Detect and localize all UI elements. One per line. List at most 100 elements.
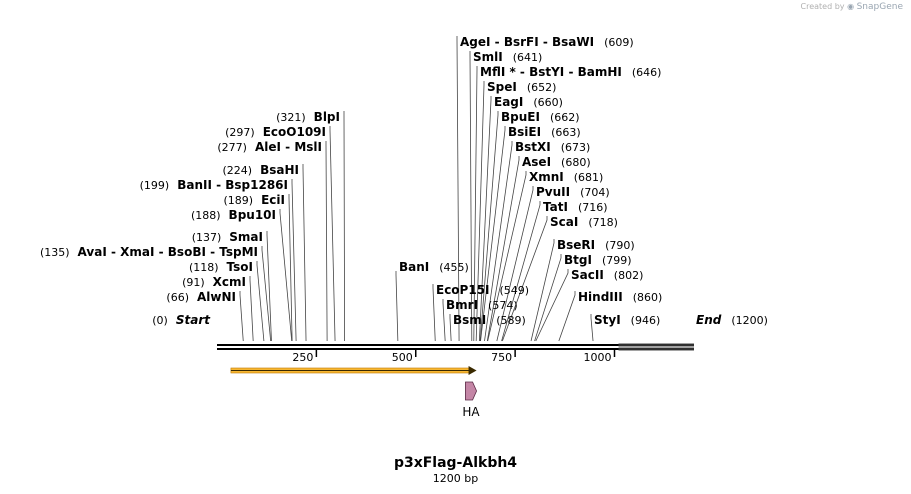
leader-line-pvuii (496, 186, 534, 342)
site-name: BanI (399, 260, 429, 274)
site-position: (1200) (731, 314, 768, 327)
leader-line-avai (261, 246, 272, 342)
site-position: (799) (602, 254, 632, 267)
leader-line-styi (590, 314, 594, 342)
site-label-bpuei: BpuEI (662) (501, 110, 580, 124)
site-label-eagi: EagI(660) (494, 95, 563, 109)
site-label-smli: SmlI(641) (473, 50, 542, 64)
site-label-smai: SmaI (137) (192, 230, 263, 244)
site-label-pvuii: PvuII (704) (536, 185, 610, 199)
site-name: BsmI (453, 313, 486, 327)
site-label-bpu10i: Bpu10I (188) (191, 208, 276, 222)
site-position: (802) (614, 269, 644, 282)
site-name: BmrI (446, 298, 478, 312)
backbone-bottom-strand (217, 348, 694, 350)
site-position: (718) (588, 216, 618, 229)
site-position: (224) (223, 164, 253, 177)
leader-line-xcmi (249, 276, 254, 342)
leader-line-tsoi (256, 261, 265, 342)
site-name: Start (176, 313, 211, 327)
leader-line-alei (325, 141, 328, 342)
site-label-styi: StyI (946) (594, 313, 660, 327)
site-label-bstxi: BstXI(673) (515, 140, 590, 154)
site-position: (199) (140, 179, 170, 192)
site-label-tati: TatI (716) (543, 200, 608, 214)
site-name: StyI (594, 313, 621, 327)
site-position: (609) (604, 36, 634, 49)
site-label-ecoo109i: EcoO109I (297) (225, 125, 326, 139)
site-label-alei: AleI - MslI (277) (217, 140, 322, 154)
leader-line-bpu10i (279, 209, 293, 342)
site-label-bsmi: BsmI (589) (453, 313, 526, 327)
leader-line-eagi (478, 96, 492, 342)
site-name: ScaI (550, 215, 578, 229)
site-label-hindiii: HindIII(860) (578, 290, 662, 304)
site-position: (0) (152, 314, 168, 327)
site-name: SmlI (473, 50, 503, 64)
site-position: (189) (224, 194, 254, 207)
ruler-tick-label: 750 (491, 351, 512, 364)
leader-line-bsmi (449, 314, 452, 342)
leader-line-ecii (288, 194, 293, 342)
site-position: (646) (632, 66, 662, 79)
backbone-top-strand (217, 344, 694, 346)
sequence-backbone (217, 343, 694, 351)
site-label-alwni: AlwNI(66) (166, 290, 236, 304)
site-position: (277) (217, 141, 247, 154)
site-name: SacII (571, 268, 604, 282)
site-name: TatI (543, 200, 568, 214)
site-position: (662) (550, 111, 580, 124)
snapgene-credit: Created by ◉ SnapGene (801, 2, 904, 12)
site-position: (790) (605, 239, 635, 252)
leader-line-bsahi (302, 164, 307, 342)
site-label-bani: BanI (455) (399, 260, 469, 274)
site-position: (455) (439, 261, 469, 274)
site-position: (704) (580, 186, 610, 199)
leader-line-bstxi (484, 141, 513, 342)
site-name: BsaHI (260, 163, 299, 177)
site-name: MflI * - BstYI - BamHI (480, 65, 622, 79)
ha-feature-label: HA (462, 405, 480, 419)
leader-line-ecop15i (432, 284, 436, 342)
site-name: BpuEI (501, 110, 540, 124)
site-name: AseI (522, 155, 551, 169)
site-position: (188) (191, 209, 221, 222)
site-name: SmaI (229, 230, 263, 244)
map-length: 1200 bp (432, 472, 479, 485)
site-position: (297) (225, 126, 255, 139)
leader-line-mfli (473, 66, 478, 342)
site-name: EcoO109I (263, 125, 326, 139)
site-name: BtgI (564, 253, 592, 267)
site-name: EcoP15I (436, 283, 490, 297)
site-position: (589) (496, 314, 526, 327)
leader-line-btgi (534, 254, 562, 342)
site-label-xmni: XmnI(681) (529, 170, 603, 184)
site-name: BseRI (557, 238, 595, 252)
site-name: PvuII (536, 185, 570, 199)
site-name: AleI - MslI (255, 140, 322, 154)
leader-line-xmni (487, 171, 527, 342)
site-label-spei: SpeI(652) (487, 80, 556, 94)
snapgene-logo-icon: ◉ (847, 2, 855, 11)
leader-line-blpi (343, 111, 345, 342)
site-name: TsoI (227, 260, 253, 274)
credit-brand: SnapGene (856, 2, 903, 12)
site-position: (716) (578, 201, 608, 214)
site-label-ecii: EciI(189) (224, 193, 285, 207)
site-position: (91) (182, 276, 205, 289)
site-leader-lines (239, 36, 594, 342)
site-name: Bpu10I (229, 208, 276, 222)
site-label-bseri: BseRI (790) (557, 238, 635, 252)
site-position: (652) (527, 81, 557, 94)
site-position: (135) (40, 246, 70, 259)
site-name: EagI (494, 95, 523, 109)
site-name: BanII - Bsp1286I (177, 178, 288, 192)
leader-line-asei (486, 156, 520, 342)
site-position: (321) (276, 111, 306, 124)
ruler-tick-label: 1000 (584, 351, 612, 364)
site-position: (137) (192, 231, 222, 244)
site-label-avai: AvaI - XmaI - BsoBI - TspMI(135) (40, 245, 258, 259)
site-position: (946) (631, 314, 661, 327)
